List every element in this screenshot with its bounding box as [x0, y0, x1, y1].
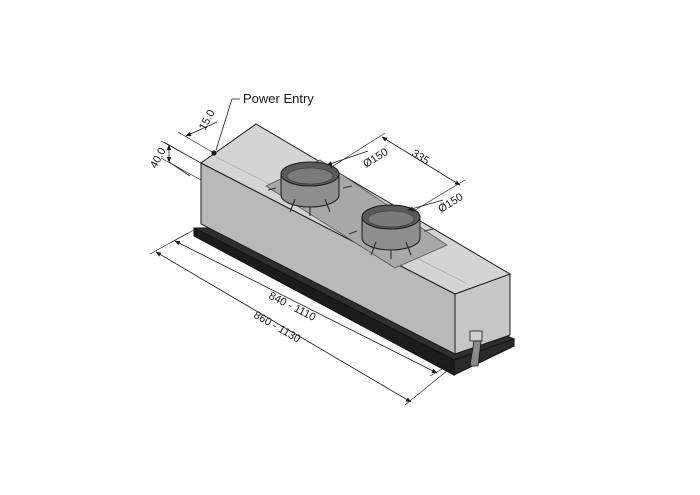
dim-15-label: 15.0	[197, 108, 218, 133]
dim-15-group: 15.0	[163, 108, 218, 164]
power-entry-point	[211, 150, 217, 156]
dim-335-label: 335	[409, 147, 431, 167]
dim-40-label: 40.0	[148, 146, 169, 171]
power-entry-callout: Power Entry	[211, 91, 314, 156]
power-entry-label: Power Entry	[243, 91, 314, 106]
dim-40-group: 40.0	[148, 140, 202, 181]
outlet-collar-1	[267, 161, 353, 216]
dim-d150-a-label: Ø150	[361, 146, 390, 170]
flange-end	[453, 338, 515, 376]
mounting-clip	[469, 330, 483, 367]
